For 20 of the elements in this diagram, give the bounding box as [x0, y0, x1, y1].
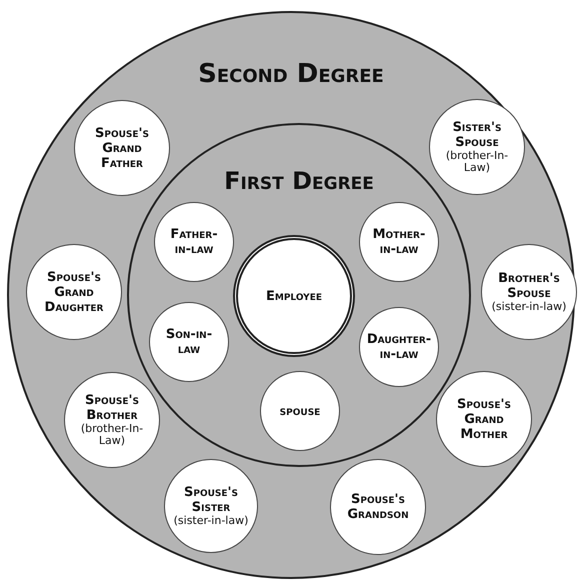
ring-title: First Degree: [224, 166, 374, 197]
relative-label: Employee: [266, 288, 322, 304]
relative-label: Father-in-law: [169, 227, 219, 257]
relative-label: Spouse's Grand Father: [94, 126, 150, 170]
relation-note: (sister-in-law): [174, 515, 248, 527]
relative-label: spouse: [280, 404, 320, 418]
relative-label: Spouse's Grandson: [346, 492, 410, 522]
relative-label: Son-in-law: [164, 327, 214, 357]
relative-label: Spouse's Brother: [84, 393, 140, 423]
relation-note: (sister-in-law): [492, 301, 566, 313]
relative-label: Spouse's Grand Mother: [456, 396, 512, 442]
relative-label: Daughter-in-law: [366, 332, 432, 362]
relation-note: (brother-In-Law): [444, 150, 510, 174]
relative-label: Brother's Spouse: [497, 271, 561, 301]
relative-label: Sister's Spouse: [452, 120, 502, 150]
relative-label: Spouse's Sister: [182, 485, 239, 515]
relation-note: (brother-In-Law): [80, 423, 144, 447]
ring-title: Second Degree: [198, 58, 384, 91]
relative-label: Spouse's Grand Daughter: [44, 270, 104, 314]
relative-label: Mother-in-law: [372, 227, 426, 257]
